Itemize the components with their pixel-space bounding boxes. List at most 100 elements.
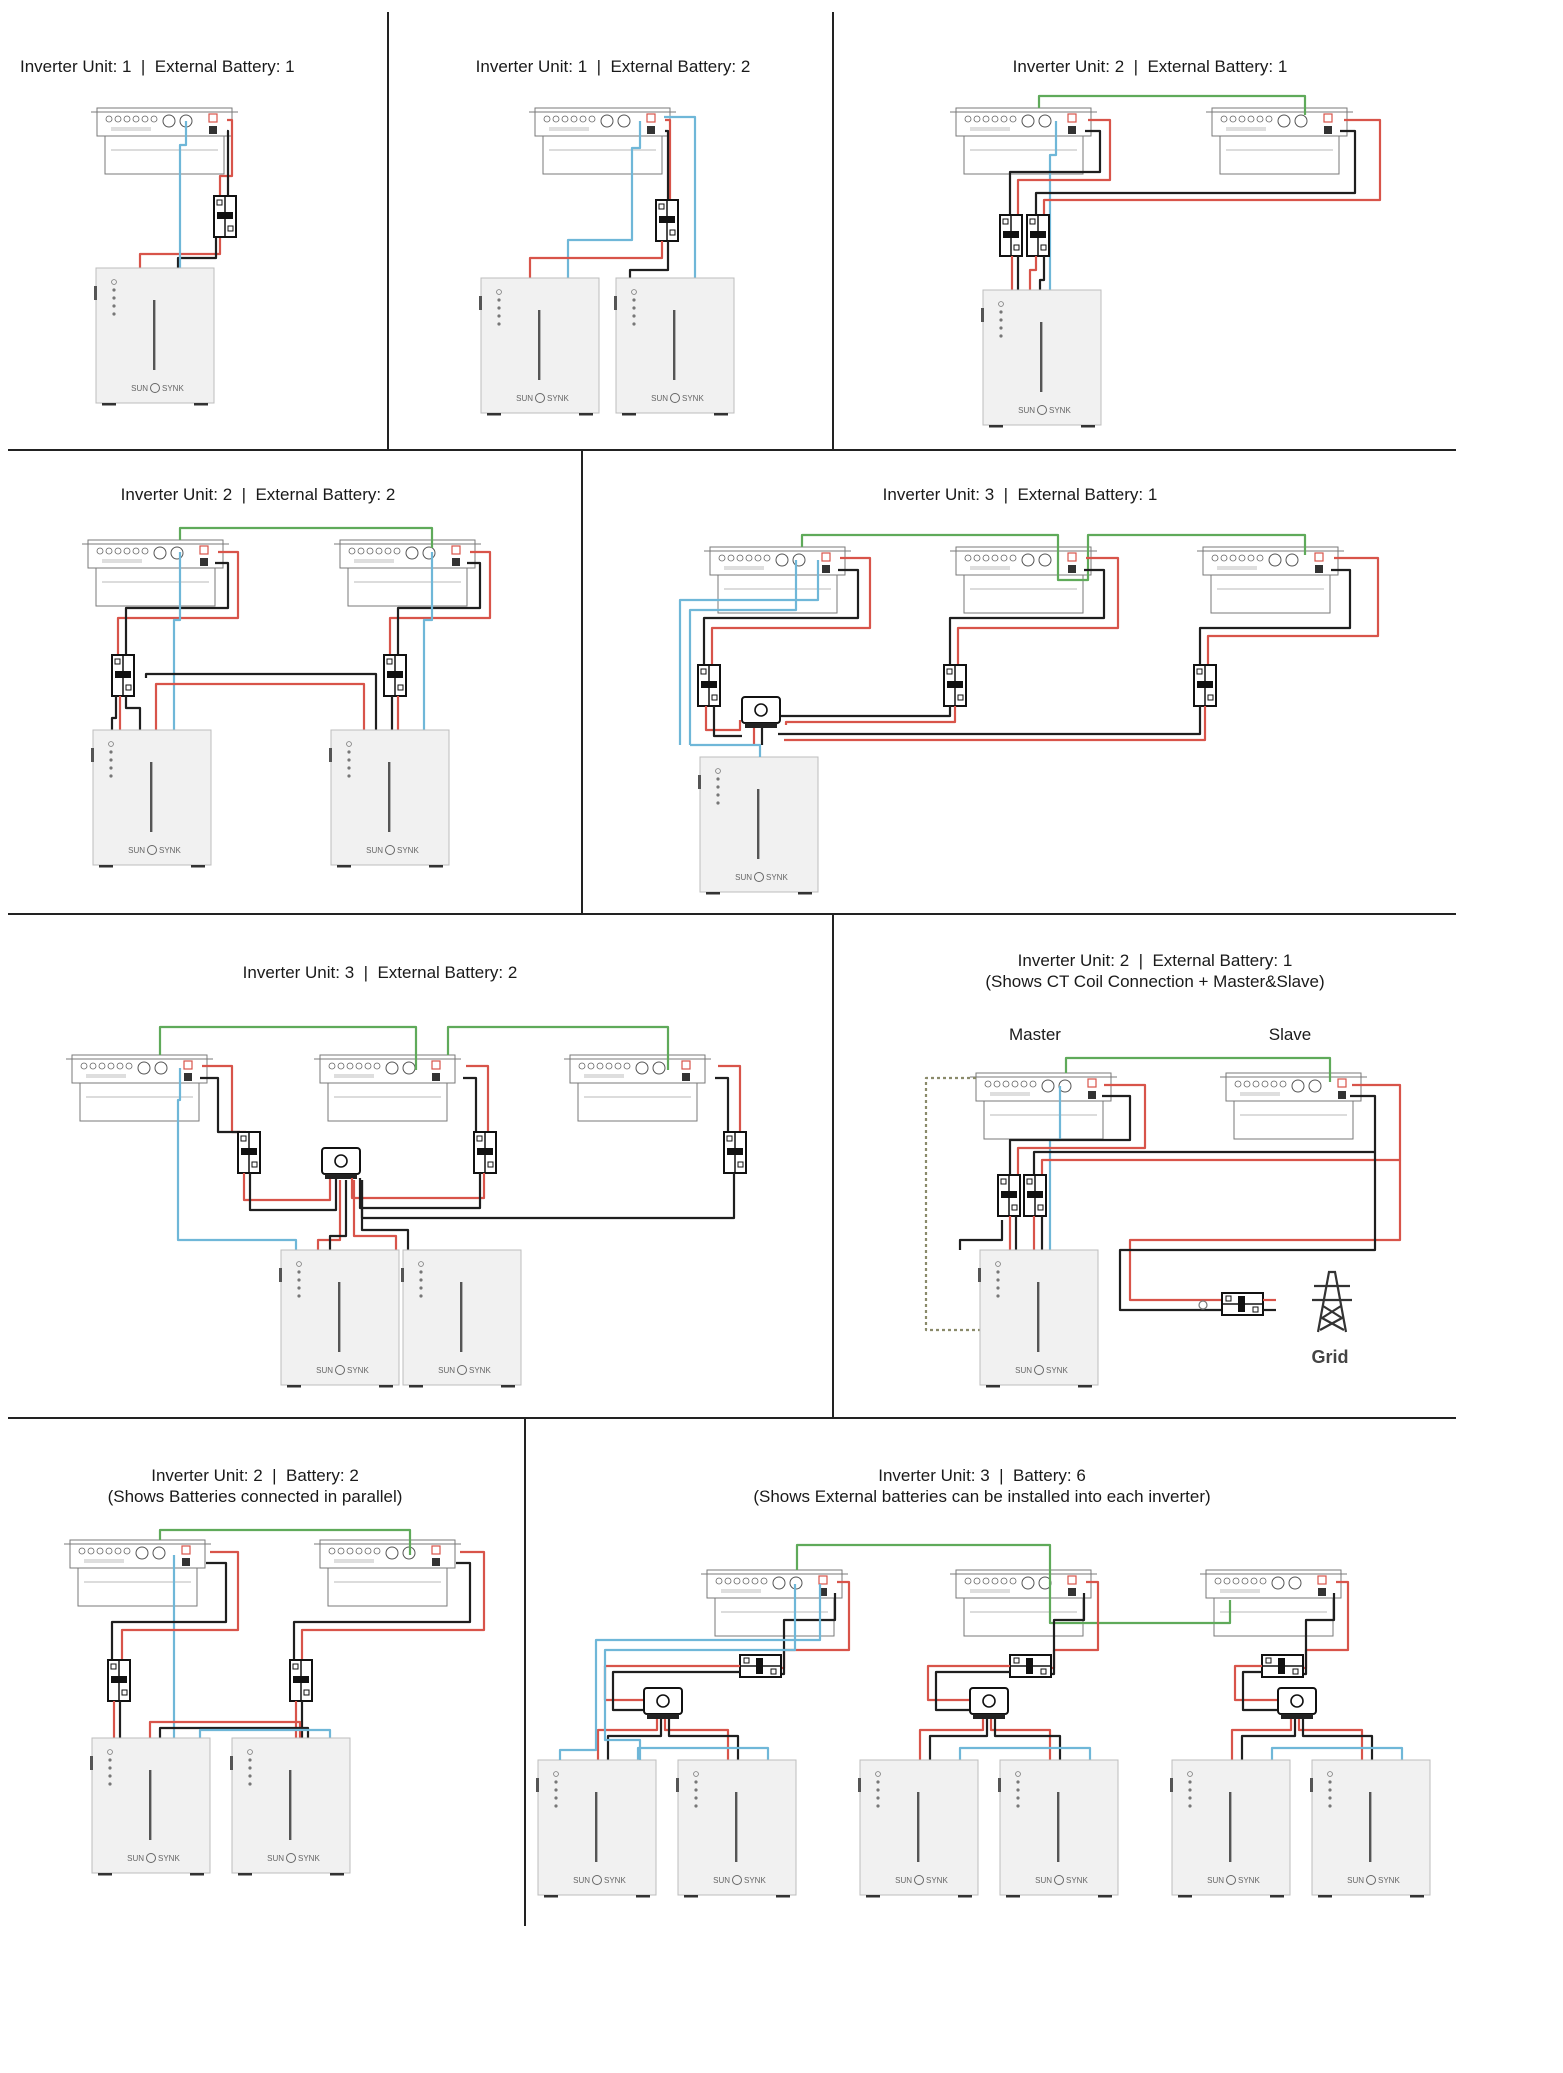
parallel-comm-wire [446, 1025, 670, 1070]
terminal-port-icon [1247, 554, 1255, 562]
status-led-icon [108, 1782, 112, 1786]
status-led-icon [109, 750, 113, 754]
terminal-port-icon [114, 547, 122, 555]
dc-negative-wire [611, 1670, 740, 1712]
sunsynk-logo-icon [146, 1853, 156, 1863]
status-led-icon [996, 1286, 1000, 1290]
dc-positive-wire [665, 118, 672, 200]
status-led-icon [632, 298, 636, 302]
battery-side-handle [614, 296, 617, 310]
terminal-port-icon [991, 554, 999, 562]
terminal-port-icon [132, 115, 140, 123]
status-led-icon [716, 785, 720, 789]
power-button-icon [875, 1771, 881, 1777]
status-led-icon [999, 334, 1003, 338]
dc-negative-wire [958, 1220, 1004, 1250]
terminal-port-icon [1234, 1080, 1242, 1088]
inverter-body [963, 1597, 1084, 1637]
brand-text-right: SYNK [604, 1876, 626, 1885]
comm-port-icon [1038, 114, 1052, 128]
status-led-icon [1016, 1796, 1020, 1800]
dc-breaker-icon [697, 664, 721, 707]
status-led-icon [497, 298, 501, 302]
panel-7-title: Inverter Unit: 2 | External Battery: 1 [1017, 951, 1293, 970]
brand-text-right: SYNK [162, 384, 184, 393]
terminal-port-icon [384, 547, 392, 555]
status-led-icon [109, 766, 113, 770]
battery-positive-terminal [1067, 1575, 1077, 1585]
brand-text-left: SUN [713, 1876, 730, 1885]
battery-negative-terminal [1088, 1091, 1096, 1099]
battery-foot [1006, 1895, 1020, 1898]
busbar-logo-icon [754, 703, 768, 717]
breaker-toggle [1278, 1658, 1285, 1674]
dc-positive-wire [388, 550, 492, 655]
terminal-port-icon [1214, 1577, 1222, 1585]
dc-positive-wire [926, 1664, 1010, 1702]
inverter-body [1210, 574, 1331, 614]
breaker-screw [121, 1689, 128, 1696]
breaker-screw [1040, 1668, 1047, 1675]
dc-positive-wire [1230, 1719, 1293, 1760]
terminal-port-icon [1261, 1080, 1269, 1088]
sunsynk-logo-icon [150, 383, 160, 393]
dc-breaker-icon [111, 654, 135, 697]
busbar-base [325, 1174, 357, 1179]
battery-side-handle [94, 286, 97, 300]
sunsynk-logo-icon [286, 1853, 296, 1863]
status-led-icon [297, 1294, 301, 1298]
terminal-port-icon [733, 1577, 741, 1585]
parallel-comm-wire [158, 1528, 412, 1555]
terminal-port-icon [1270, 1080, 1278, 1088]
brand-text-right: SYNK [298, 1854, 320, 1863]
dc-negative-wire [1240, 1719, 1297, 1760]
battery-foot [1178, 1895, 1192, 1898]
inverter-label-plate [549, 127, 589, 131]
status-led-icon [694, 1804, 698, 1808]
parallel-comm-wire [1037, 94, 1307, 115]
terminal-port-icon [588, 115, 596, 123]
dc-breaker-icon [655, 199, 679, 242]
inverter-label-plate [1220, 1589, 1260, 1593]
terminal-port-icon [1220, 554, 1228, 562]
inverter-label-plate [111, 127, 151, 131]
battery-positive-terminal [199, 545, 209, 555]
battery-foot [238, 1873, 252, 1876]
status-led-icon [554, 1788, 558, 1792]
terminal-port-icon [579, 115, 587, 123]
busbar-base [647, 1714, 679, 1719]
battery-positive-terminal [431, 1060, 441, 1070]
status-led-icon [1188, 1788, 1192, 1792]
battery-interconnect-wire [144, 672, 378, 730]
busbar-housing [321, 1147, 361, 1175]
dc-negative-wire [358, 1173, 482, 1210]
battery-foot [190, 1873, 204, 1876]
status-led-icon [497, 314, 501, 318]
battery-front-bar [1057, 1792, 1060, 1862]
terminal-port-icon [89, 1062, 97, 1070]
battery-negative-terminal [432, 1073, 440, 1081]
dc-positive-wire [1016, 1083, 1147, 1175]
battery-comm-wire [422, 552, 434, 730]
status-led-icon [347, 774, 351, 778]
status-led-icon [419, 1270, 423, 1274]
terminal-port-icon [991, 1577, 999, 1585]
sunsynk-logo-icon [385, 845, 395, 855]
battery-front-bar [1229, 1792, 1232, 1862]
battery-foot [379, 1385, 393, 1388]
dc-negative-wire [1303, 1593, 1336, 1676]
busbar-base [973, 1714, 1005, 1719]
terminal-port-icon [570, 115, 578, 123]
battery-negative-terminal [1068, 565, 1076, 573]
status-led-icon [248, 1774, 252, 1778]
battery-positive-terminal [1314, 552, 1324, 562]
battery-foot [1078, 1385, 1092, 1388]
battery-negative-terminal [209, 126, 217, 134]
inverter-label-plate [724, 566, 764, 570]
grid-label: Grid [1311, 1347, 1349, 1367]
battery-comm-wire [688, 560, 798, 745]
status-led-icon [419, 1278, 423, 1282]
